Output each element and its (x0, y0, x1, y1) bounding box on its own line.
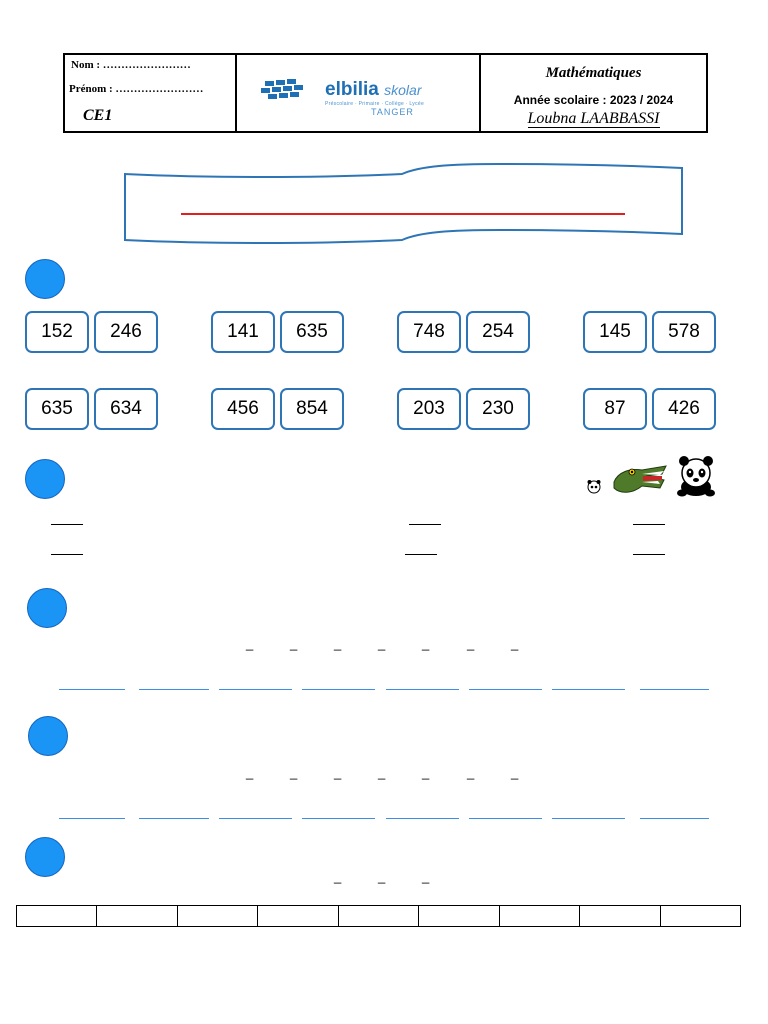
dash: _ (334, 636, 342, 651)
answer-line (469, 818, 542, 819)
exercise-4-marker (28, 716, 68, 756)
dash: _ (378, 765, 386, 780)
dash: _ (334, 869, 342, 884)
exercise-5-marker (25, 837, 65, 877)
answer-line (640, 818, 709, 819)
class-label: CE1 (83, 107, 113, 124)
answer-line (302, 689, 375, 690)
subject-title: Mathématiques (545, 65, 642, 81)
number-box: 230 (466, 388, 530, 430)
number-box: 141 (211, 311, 275, 353)
answer-line (139, 818, 209, 819)
dash: _ (246, 765, 254, 780)
dash: _ (378, 869, 386, 884)
grid-cell[interactable] (258, 906, 339, 926)
number-box: 152 (25, 311, 89, 353)
grid-cell[interactable] (661, 906, 740, 926)
answer-line (633, 524, 665, 525)
header-table: Nom : …………………… Prénom : …………………… CE1 elb… (63, 53, 708, 133)
grid-cell[interactable] (97, 906, 178, 926)
answer-line (640, 689, 709, 690)
dash: _ (378, 636, 386, 651)
grid-cell[interactable] (178, 906, 259, 926)
dash: _ (467, 636, 475, 651)
answer-line (139, 689, 209, 690)
dash: _ (290, 765, 298, 780)
answer-line (409, 524, 441, 525)
answer-line (302, 818, 375, 819)
dash: _ (511, 636, 519, 651)
exercise-3-marker (27, 588, 67, 628)
number-box: 203 (397, 388, 461, 430)
teacher-name: Loubna LAABBASSI (527, 110, 660, 128)
student-info-cell: Nom : …………………… Prénom : …………………… CE1 (65, 55, 237, 131)
dash: _ (422, 765, 430, 780)
number-box: 246 (94, 311, 158, 353)
grid-cell[interactable] (419, 906, 500, 926)
number-box: 634 (94, 388, 158, 430)
panda-icon (677, 456, 715, 497)
answer-grid (16, 905, 741, 927)
answer-line (219, 818, 292, 819)
number-box: 635 (280, 311, 344, 353)
dash: _ (467, 765, 475, 780)
number-box: 748 (397, 311, 461, 353)
number-box: 635 (25, 388, 89, 430)
answer-line (552, 818, 625, 819)
nom-label: Nom : …………………… (71, 59, 191, 71)
school-name: elbilia skolar (325, 79, 422, 100)
school-logo-cell: elbilia skolar Préscolaire · Primaire · … (237, 55, 481, 131)
number-box: 145 (583, 311, 647, 353)
number-box: 578 (652, 311, 716, 353)
dash: _ (511, 765, 519, 780)
grid-cell[interactable] (580, 906, 661, 926)
dash: _ (290, 636, 298, 651)
subject-cell: Mathématiques Année scolaire : 2023 / 20… (481, 55, 706, 131)
title-ribbon (124, 162, 683, 244)
answer-line (633, 554, 665, 555)
answer-line (59, 689, 125, 690)
exercise-2-marker (25, 459, 65, 499)
answer-line (51, 524, 83, 525)
grid-cell[interactable] (339, 906, 420, 926)
answer-line (51, 554, 83, 555)
small-panda-icon (587, 480, 601, 494)
number-box: 456 (211, 388, 275, 430)
number-box: 426 (652, 388, 716, 430)
answer-line (386, 689, 459, 690)
school-year: Année scolaire : 2023 / 2024 (513, 93, 674, 107)
dash: _ (246, 636, 254, 651)
number-box: 254 (466, 311, 530, 353)
dash: _ (334, 765, 342, 780)
answer-line (552, 689, 625, 690)
grid-cell[interactable] (17, 906, 98, 926)
number-box: 854 (280, 388, 344, 430)
number-box: 87 (583, 388, 647, 430)
prenom-label: Prénom : …………………… (69, 83, 204, 95)
school-levels: Préscolaire · Primaire · Collège · Lycée (325, 101, 425, 107)
crocodile-icon (613, 465, 667, 493)
grid-cell[interactable] (500, 906, 581, 926)
answer-line (469, 689, 542, 690)
answer-line (386, 818, 459, 819)
school-city: TANGER (371, 107, 414, 117)
school-logo-icon (261, 79, 303, 99)
answer-line (59, 818, 125, 819)
answer-line (405, 554, 437, 555)
answer-line (219, 689, 292, 690)
dash: _ (422, 636, 430, 651)
dash: _ (422, 869, 430, 884)
exercise-1-marker (25, 259, 65, 299)
